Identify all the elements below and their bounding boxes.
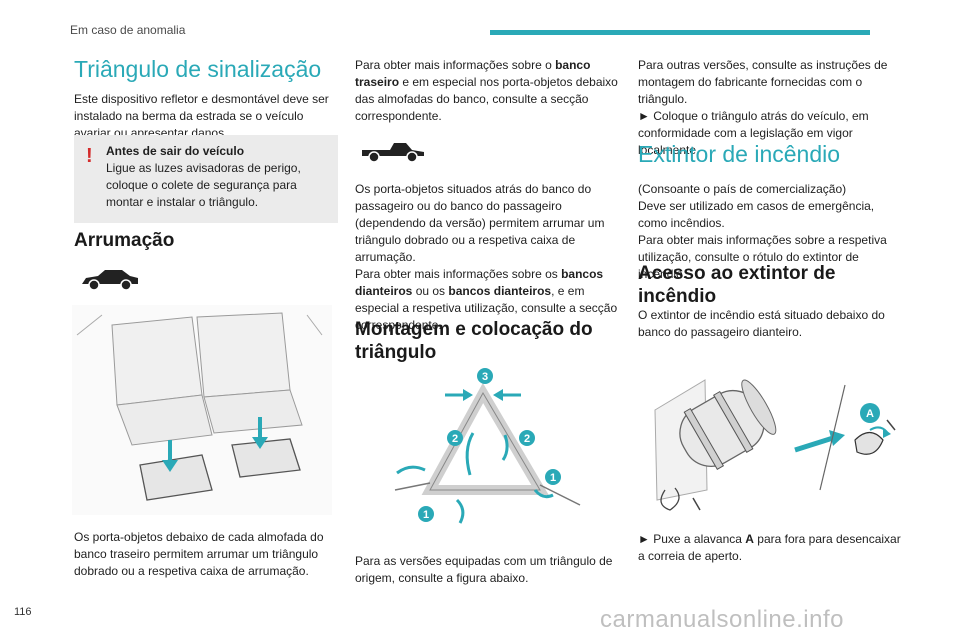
header-section-title: Em caso de anomalia <box>70 23 186 37</box>
header-accent-bar <box>490 30 870 35</box>
sedan-icon <box>82 270 138 291</box>
lever-instruction: ► Puxe a alavanca A para fora para desen… <box>638 532 901 563</box>
assembly-title: Montagem e colocação do triângulo <box>355 319 593 363</box>
step-2-badge-right: 2 <box>524 433 530 445</box>
step-2-badge-left: 2 <box>452 433 458 445</box>
step-3-badge: 3 <box>482 371 488 383</box>
watermark: carmanualsonline.info <box>600 606 844 633</box>
column-3: Para outras versões, consulte as instruç… <box>638 57 902 159</box>
step-1-badge-right: 1 <box>550 472 556 484</box>
front-seat-storage-text: Os porta-objetos situados atrás do banco… <box>355 182 618 332</box>
callout-a-badge: A <box>866 408 874 420</box>
place-triangle-instruction: ► Coloque o triângulo atrás do veículo, … <box>638 109 869 157</box>
pickup-icon <box>362 143 424 163</box>
other-versions-text: Para outras versões, consulte as instruç… <box>638 58 888 106</box>
storage-title: Arrumação <box>74 230 175 251</box>
extinguisher-illustration: A <box>654 379 896 511</box>
step-1-badge-left: 1 <box>423 509 429 521</box>
storage-caption: Os porta-objetos debaixo de cada almofad… <box>74 530 324 578</box>
column-1: Triângulo de sinalização Este dispositiv… <box>74 50 338 142</box>
page-number: 116 <box>14 606 32 618</box>
warning-icon: ! <box>86 145 93 167</box>
rear-seat-storage-illustration <box>72 305 332 515</box>
access-title: Acesso ao extintor de incêndio <box>638 263 836 307</box>
section-title-triangle: Triângulo de sinalização <box>74 56 322 82</box>
extinguisher-text: (Consoante o país de comercialização) De… <box>638 182 887 281</box>
triangle-assembly-illustration: 3 2 2 1 1 <box>394 368 581 524</box>
column-2: Para obter mais informações sobre o banc… <box>355 57 619 125</box>
section-title-extinguisher: Extintor de incêndio <box>638 141 841 167</box>
access-text: O extintor de incêndio está situado deba… <box>638 308 885 339</box>
warning-text: Ligue as luzes avisadoras de perigo, col… <box>106 161 301 209</box>
warning-title: Antes de sair do veículo <box>106 144 245 158</box>
warning-panel: ! Antes de sair do veículo Ligue as luze… <box>74 135 338 223</box>
assembly-caption: Para as versões equipadas com um triângu… <box>355 554 613 585</box>
rear-seat-info: Para obter mais informações sobre o banc… <box>355 58 618 123</box>
